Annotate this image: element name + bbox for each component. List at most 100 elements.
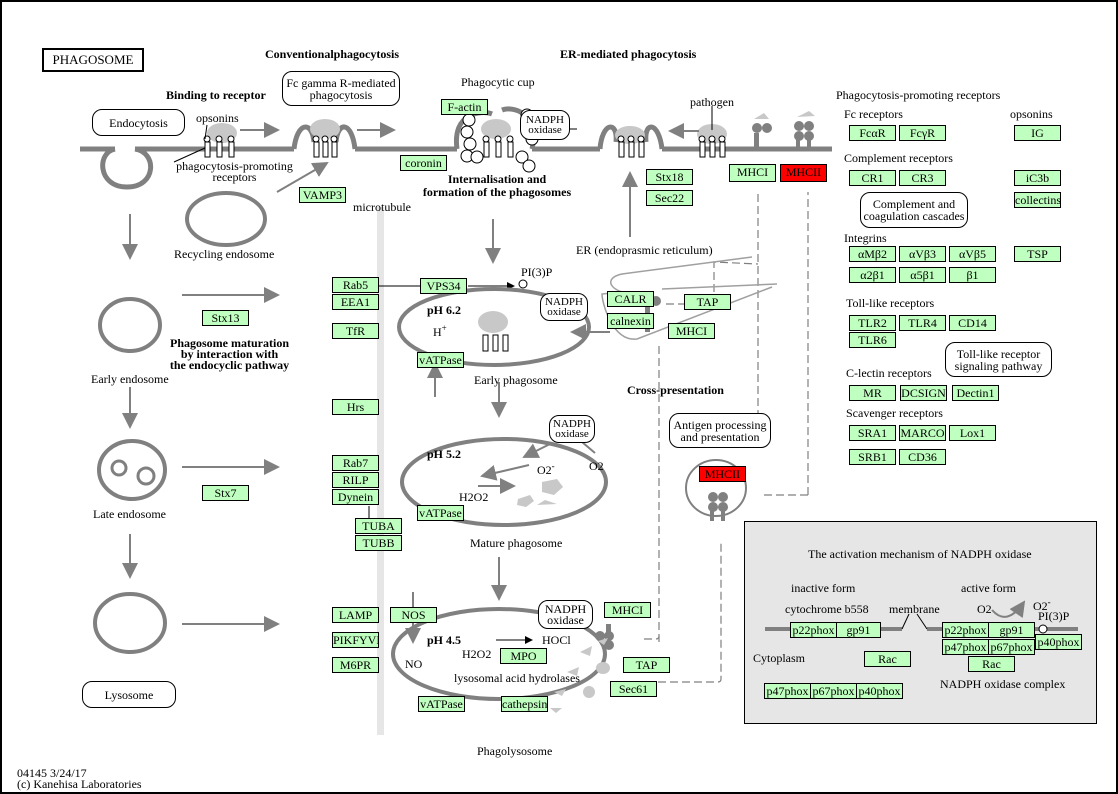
label-active-form: active form [961,581,1016,595]
gene-tubb[interactable]: TUBB [355,535,402,551]
microtubule-bar [377,207,384,735]
gene-mhci-phagolysosome[interactable]: MHCI [604,602,651,618]
gene-vatpase-phagolysosome[interactable]: vATPase [418,696,465,712]
gene-marco[interactable]: MARCO [899,425,946,441]
gene-a5b1[interactable]: α5β1 [899,267,946,283]
gene-stx18[interactable]: Stx18 [646,169,693,185]
gene-rab5[interactable]: Rab5 [332,277,379,293]
map-link-nadph-oxidase-cup[interactable]: NADPH oxidase [520,110,570,140]
gene-amb2[interactable]: αMβ2 [849,246,896,262]
gene-tlr4[interactable]: TLR4 [899,315,946,331]
gene-p47phox-inactive[interactable]: p47phox [764,683,811,699]
gene-rac-active[interactable]: Rac [968,656,1015,672]
gene-gp91-active[interactable]: gp91 [988,622,1035,638]
map-link-lysosome[interactable]: Lysosome [82,681,176,708]
gene-p40phox-inactive[interactable]: p40phox [856,683,903,699]
nadph-line2: oxidase [547,306,581,318]
label-early-phagosome: Early phagosome [474,373,558,387]
gene-tap-er[interactable]: TAP [684,294,731,310]
gene-fcar[interactable]: FcαR [849,125,896,141]
gene-lox1[interactable]: Lox1 [949,425,996,441]
label-opsonins: opsonins [196,111,239,125]
nadph-line2: oxidase [555,428,589,440]
gene-vatpase-early[interactable]: vATPase [417,352,464,368]
gene-tap-phagolysosome[interactable]: TAP [623,657,670,673]
gene-p22phox-active[interactable]: p22phox [942,622,989,638]
gene-rilp[interactable]: RILP [332,472,379,488]
gene-eea1[interactable]: EEA1 [332,294,379,310]
gene-dcsign[interactable]: DCSIGN [900,385,947,401]
gene-tsp[interactable]: TSP [1014,246,1061,262]
gene-tuba[interactable]: TUBA [355,518,402,534]
pi3p-icon [518,279,528,289]
gene-cd36[interactable]: CD36 [899,449,946,465]
gene-rac-inactive[interactable]: Rac [864,651,911,667]
gene-lamp[interactable]: LAMP [332,607,379,623]
gene-mhcii-cross-presentation[interactable]: MHCII [699,466,746,482]
label-ph-4-5: pH 4.5 [427,633,462,647]
gene-avb5[interactable]: αVβ5 [949,246,996,262]
cross-presentation-paths [610,192,809,683]
gene-p67phox-inactive[interactable]: p67phox [810,683,857,699]
gene-cr1[interactable]: CR1 [849,170,896,186]
gene-avb3[interactable]: αVβ3 [899,246,946,262]
map-link-nadph-oxidase-mature[interactable]: NADPH oxidase [549,415,595,443]
gene-a2b1[interactable]: α2β1 [849,267,896,283]
gene-mpo[interactable]: MPO [500,648,547,664]
gene-stx13[interactable]: Stx13 [202,310,249,326]
map-link-complement-and-coagulation-cascades[interactable]: Complement and coagulation cascades [860,192,968,228]
footer-id-date: 04145 3/24/17 [17,766,87,780]
gene-rab7[interactable]: Rab7 [332,455,379,471]
gene-p47phox-active[interactable]: p47phox [942,639,989,655]
gene-p67phox-active[interactable]: p67phox [988,639,1035,655]
heading-internalisation-line1: Internalisation and [447,172,547,186]
gene-calr[interactable]: CALR [607,291,654,307]
gene-stx7[interactable]: Stx7 [202,485,249,501]
gene-mr[interactable]: MR [849,385,896,401]
gene-gp91-inactive[interactable]: gp91 [836,622,881,638]
gene-f-actin[interactable]: F-actin [441,99,488,115]
gene-hrs[interactable]: Hrs [332,399,379,415]
map-link-fc-gamma-r-mediated-phagocytosis[interactable]: Fc gamma R-mediated phagocytosis [282,71,400,106]
gene-vps34[interactable]: VPS34 [420,278,467,294]
gene-vamp3[interactable]: VAMP3 [299,187,346,203]
gene-mhci-er[interactable]: MHCI [668,323,715,339]
gene-collectins[interactable]: collectins [1014,192,1061,208]
gene-vatpase-mature[interactable]: vATPase [417,505,464,521]
gene-srb1[interactable]: SRB1 [849,449,896,465]
map-link-nadph-oxidase-phagolysosome[interactable]: NADPH oxidase [538,600,593,629]
gene-sra1[interactable]: SRA1 [849,425,896,441]
gene-tlr2[interactable]: TLR2 [849,315,896,331]
receptor-icons [203,135,726,352]
map-link-nadph-oxidase-early[interactable]: NADPH oxidase [540,293,588,321]
gene-ic3b[interactable]: iC3b [1014,170,1061,186]
gene-cd14[interactable]: CD14 [949,315,996,331]
gene-tfr[interactable]: TfR [332,323,379,339]
gene-p40phox-active[interactable]: p40phox [1035,634,1082,650]
map-link-toll-like-receptor-signaling-pathway[interactable]: Toll-like receptor signaling pathway [945,342,1052,377]
gene-p22phox-inactive[interactable]: p22phox [790,622,837,638]
gene-calnexin[interactable]: calnexin [607,313,654,329]
gene-dectin1[interactable]: Dectin1 [952,385,999,401]
gene-tlr6[interactable]: TLR6 [849,332,896,348]
label-cytoplasm: Cytoplasm [753,651,806,665]
gene-fcgr[interactable]: FcγR [899,125,946,141]
gene-mhcii-membrane[interactable]: MHCII [780,164,827,182]
gene-sec22[interactable]: Sec22 [646,190,693,206]
gene-coronin[interactable]: coronin [400,155,447,171]
gene-sec61[interactable]: Sec61 [610,681,657,697]
gene-pikfyve[interactable]: PIKFYVE [332,632,379,648]
gene-ig[interactable]: IG [1014,125,1061,141]
gene-nos[interactable]: NOS [390,607,437,623]
gene-cathepsin[interactable]: cathepsin [501,696,548,712]
gene-b1[interactable]: β1 [949,267,996,283]
er-shape [601,256,778,340]
gene-cr3[interactable]: CR3 [899,170,946,186]
gene-mhci-membrane[interactable]: MHCI [729,164,776,182]
gene-m6pr[interactable]: M6PR [332,657,379,673]
nadph-line2: oxidase [547,612,584,627]
gene-dynein[interactable]: Dynein [332,489,379,505]
map-link-endocytosis[interactable]: Endocytosis [92,109,185,136]
map-link-antigen-processing-and-presentation[interactable]: Antigen processing and presentation [669,413,771,448]
